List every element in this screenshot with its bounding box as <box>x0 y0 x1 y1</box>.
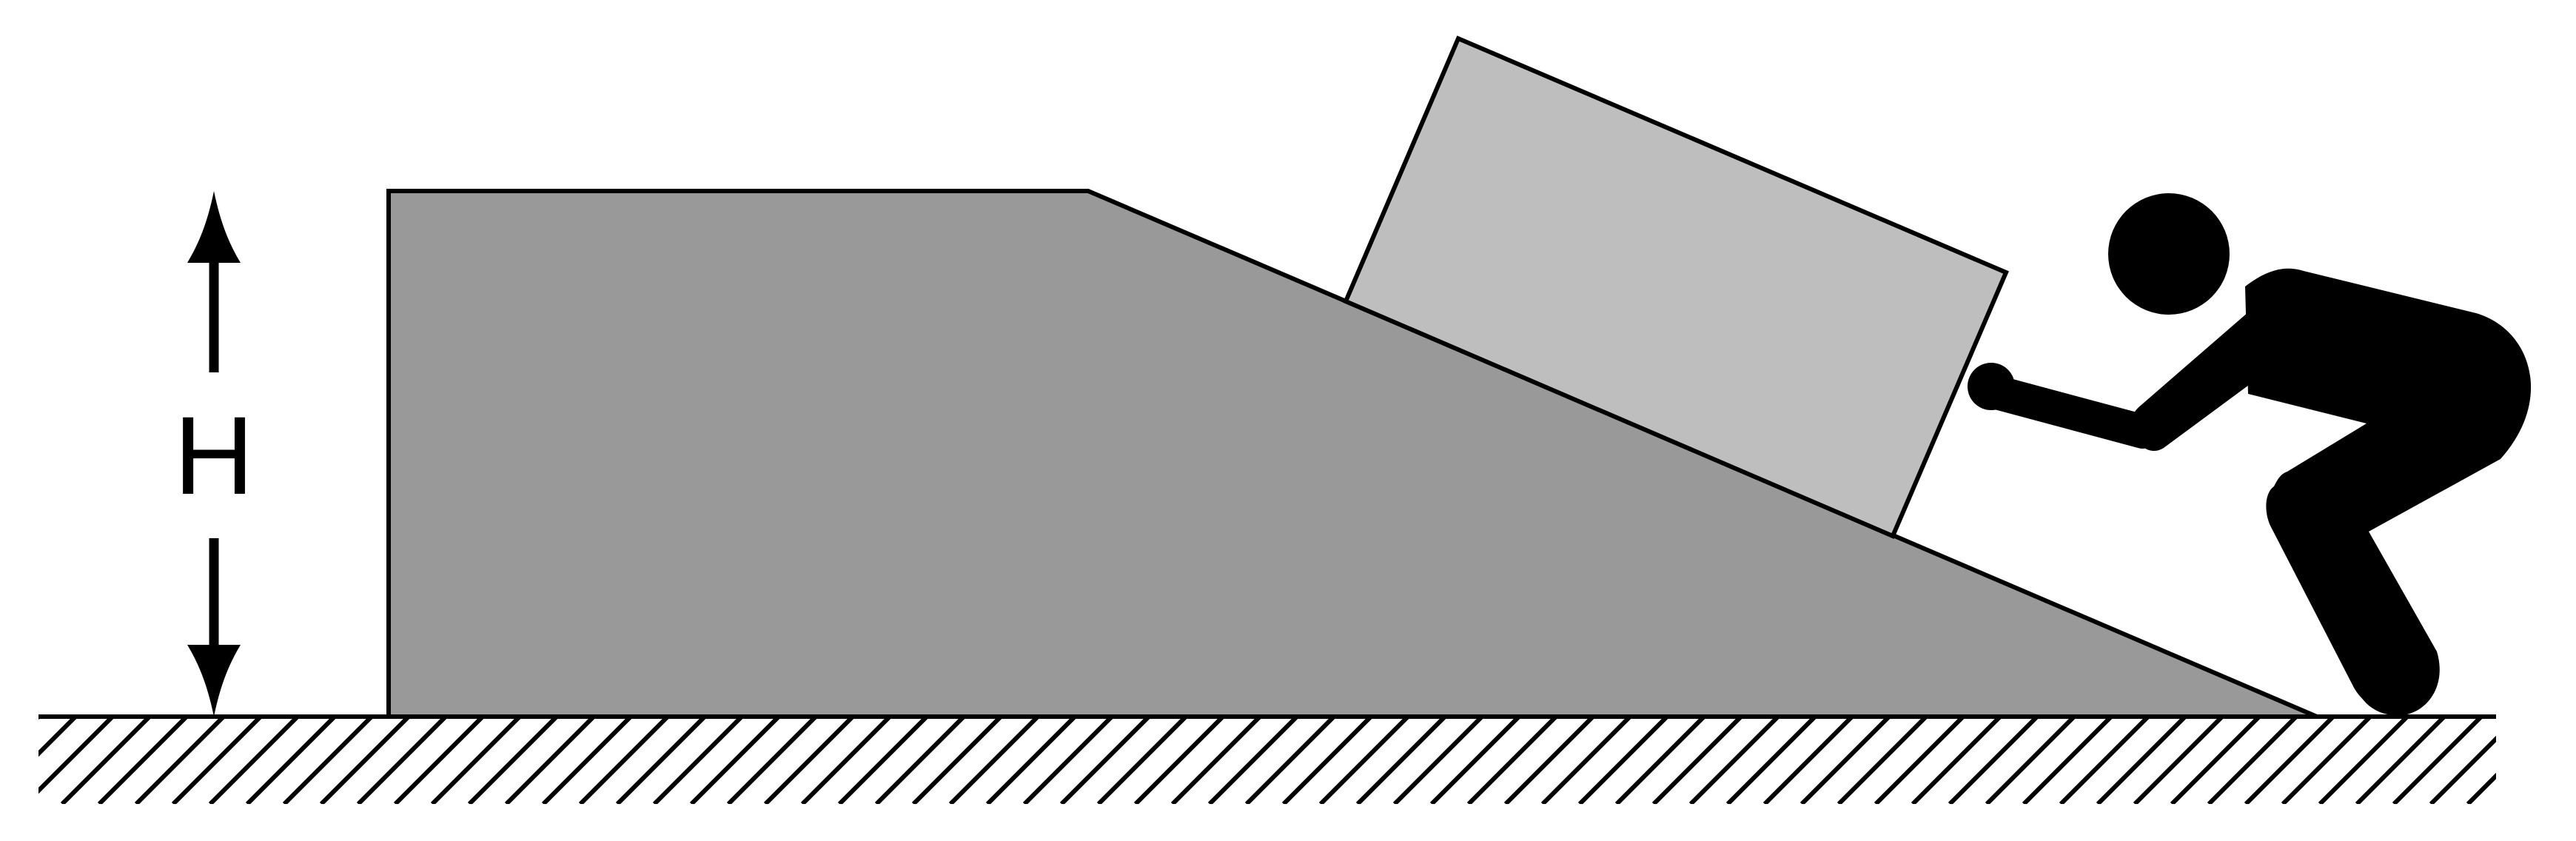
hatch-stroke <box>2059 717 2150 804</box>
hatch-stroke <box>60 717 152 804</box>
hatch-stroke <box>578 717 670 804</box>
hatch-stroke <box>1725 717 1817 804</box>
hatch-stroke <box>2096 717 2187 804</box>
hatch-stroke <box>1022 717 1114 804</box>
hatch-stroke <box>1392 717 1484 804</box>
hatch-stroke <box>393 717 485 804</box>
box <box>1343 36 2009 539</box>
hatch-stroke <box>2022 717 2113 804</box>
hatch-stroke <box>1318 717 1410 804</box>
hatch-stroke <box>1911 717 2002 804</box>
hatch-stroke <box>2466 772 2496 804</box>
height-arrow-down-head <box>187 645 241 717</box>
height-dimension: H <box>174 191 254 717</box>
height-arrow-up-head <box>187 191 241 263</box>
hatch-stroke <box>1466 717 1558 804</box>
ground <box>38 714 2496 804</box>
ramp-block <box>386 189 2318 719</box>
hatch-stroke <box>1096 717 1188 804</box>
hatch-stroke <box>2392 717 2483 804</box>
hatch-stroke <box>1170 717 1262 804</box>
hatch-stroke <box>1688 717 1780 804</box>
hatch-stroke <box>1355 717 1447 804</box>
hatch-stroke <box>541 717 633 804</box>
person-forearm <box>2137 346 2267 451</box>
hatch-stroke <box>1874 717 1965 804</box>
person-pushing-icon <box>1968 193 2532 716</box>
hatch-stroke <box>726 717 818 804</box>
hatch-stroke <box>97 717 189 804</box>
hatch-stroke <box>985 717 1077 804</box>
hatch-stroke <box>874 717 966 804</box>
hatch-stroke <box>504 717 596 804</box>
hatch-stroke <box>1059 717 1151 804</box>
hatch-stroke <box>1207 717 1299 804</box>
hatch-stroke <box>1244 717 1336 804</box>
hatch-stroke <box>2133 717 2224 804</box>
hatch-stroke <box>1651 717 1743 804</box>
person-hand <box>1968 363 2015 410</box>
height-label: H <box>174 393 254 517</box>
hatch-stroke <box>763 717 855 804</box>
person-torso <box>2245 268 2532 716</box>
ground-hatching <box>38 717 2496 804</box>
hatch-stroke <box>2281 717 2372 804</box>
hatch-stroke <box>2318 717 2409 804</box>
hatch-stroke <box>2170 717 2261 804</box>
hatch-stroke <box>245 717 337 804</box>
hatch-stroke <box>1762 717 1854 804</box>
hatch-stroke <box>2355 717 2446 804</box>
hatch-stroke <box>1133 717 1225 804</box>
hatch-stroke <box>1429 717 1521 804</box>
hatch-stroke <box>1577 717 1669 804</box>
hatch-stroke <box>430 717 522 804</box>
hatch-stroke <box>1948 717 2039 804</box>
hatch-stroke <box>1503 717 1595 804</box>
hatch-stroke <box>911 717 1003 804</box>
hatch-stroke <box>652 717 744 804</box>
hatch-stroke <box>800 717 892 804</box>
hatch-stroke <box>1540 717 1632 804</box>
hatch-stroke <box>689 717 781 804</box>
person-lower-arm <box>1974 374 2160 449</box>
hatch-stroke <box>1837 717 1928 804</box>
hatch-stroke <box>615 717 707 804</box>
hatch-stroke <box>282 717 374 804</box>
hatch-stroke <box>2207 717 2298 804</box>
hatch-stroke <box>38 717 41 720</box>
hatch-stroke <box>208 717 300 804</box>
hatch-stroke <box>948 717 1040 804</box>
hatch-stroke <box>837 717 929 804</box>
person-foot <box>2354 632 2437 715</box>
hatch-stroke <box>2244 717 2335 804</box>
hatch-stroke <box>2429 735 2496 804</box>
hatch-stroke <box>319 717 411 804</box>
person-head <box>2108 193 2230 315</box>
hatch-stroke <box>1985 717 2076 804</box>
hatch-stroke <box>1281 717 1373 804</box>
hatch-stroke <box>356 717 448 804</box>
hatch-stroke <box>1799 717 1891 804</box>
hatch-stroke <box>38 717 78 757</box>
hatch-stroke <box>1614 717 1706 804</box>
hatch-stroke <box>38 717 115 794</box>
hatch-stroke <box>171 717 263 804</box>
hatch-stroke <box>134 717 226 804</box>
hatch-stroke <box>467 717 559 804</box>
